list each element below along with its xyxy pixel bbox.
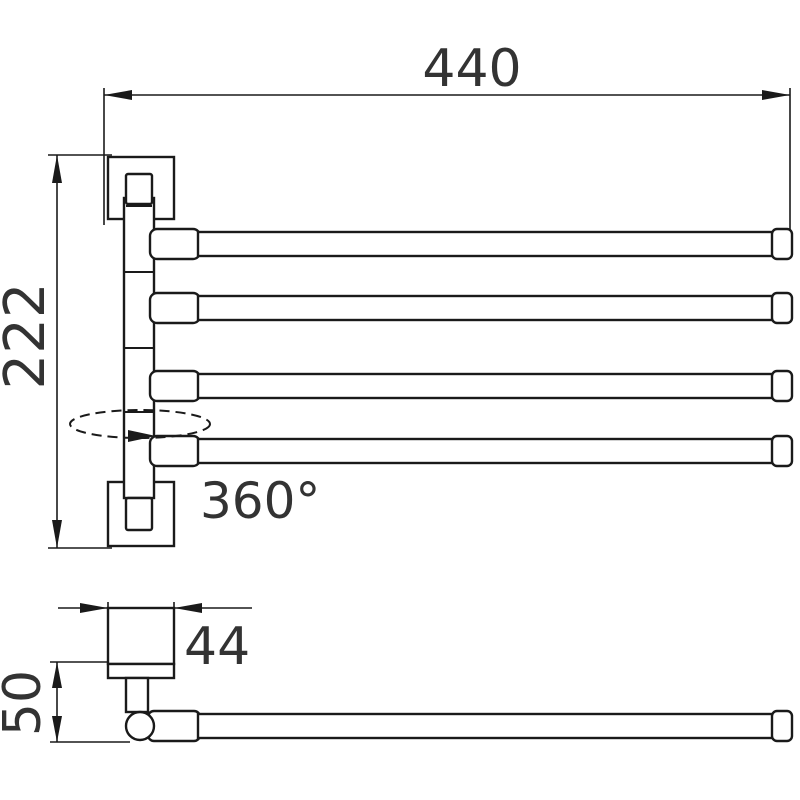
side-view: 44 50 [0, 602, 794, 743]
dimension-222: 222 [0, 154, 112, 549]
arm-3 [148, 369, 794, 403]
side-arm-connector [146, 709, 202, 743]
dimension-label-222: 222 [0, 283, 58, 390]
side-pivot-circle [124, 710, 156, 742]
top-cap [124, 172, 154, 206]
bottom-cap [124, 496, 154, 532]
side-mount-base [106, 662, 176, 680]
rotation-indicator: 360° [69, 409, 320, 530]
dimension-440: 440 [103, 39, 791, 230]
arm-2 [148, 291, 794, 325]
dimension-50: 50 [0, 661, 174, 743]
side-arm-bar [196, 712, 778, 740]
front-view: 440 222 [0, 39, 794, 549]
rotation-label: 360° [200, 472, 320, 530]
dimension-label-440: 440 [422, 39, 521, 99]
dimension-label-44: 44 [184, 617, 250, 677]
arm-4 [148, 434, 794, 468]
arm-1 [148, 227, 794, 261]
side-arm-end [770, 709, 794, 743]
side-stem [124, 676, 150, 714]
dimension-label-50: 50 [0, 670, 53, 736]
side-mount-block [106, 606, 176, 666]
